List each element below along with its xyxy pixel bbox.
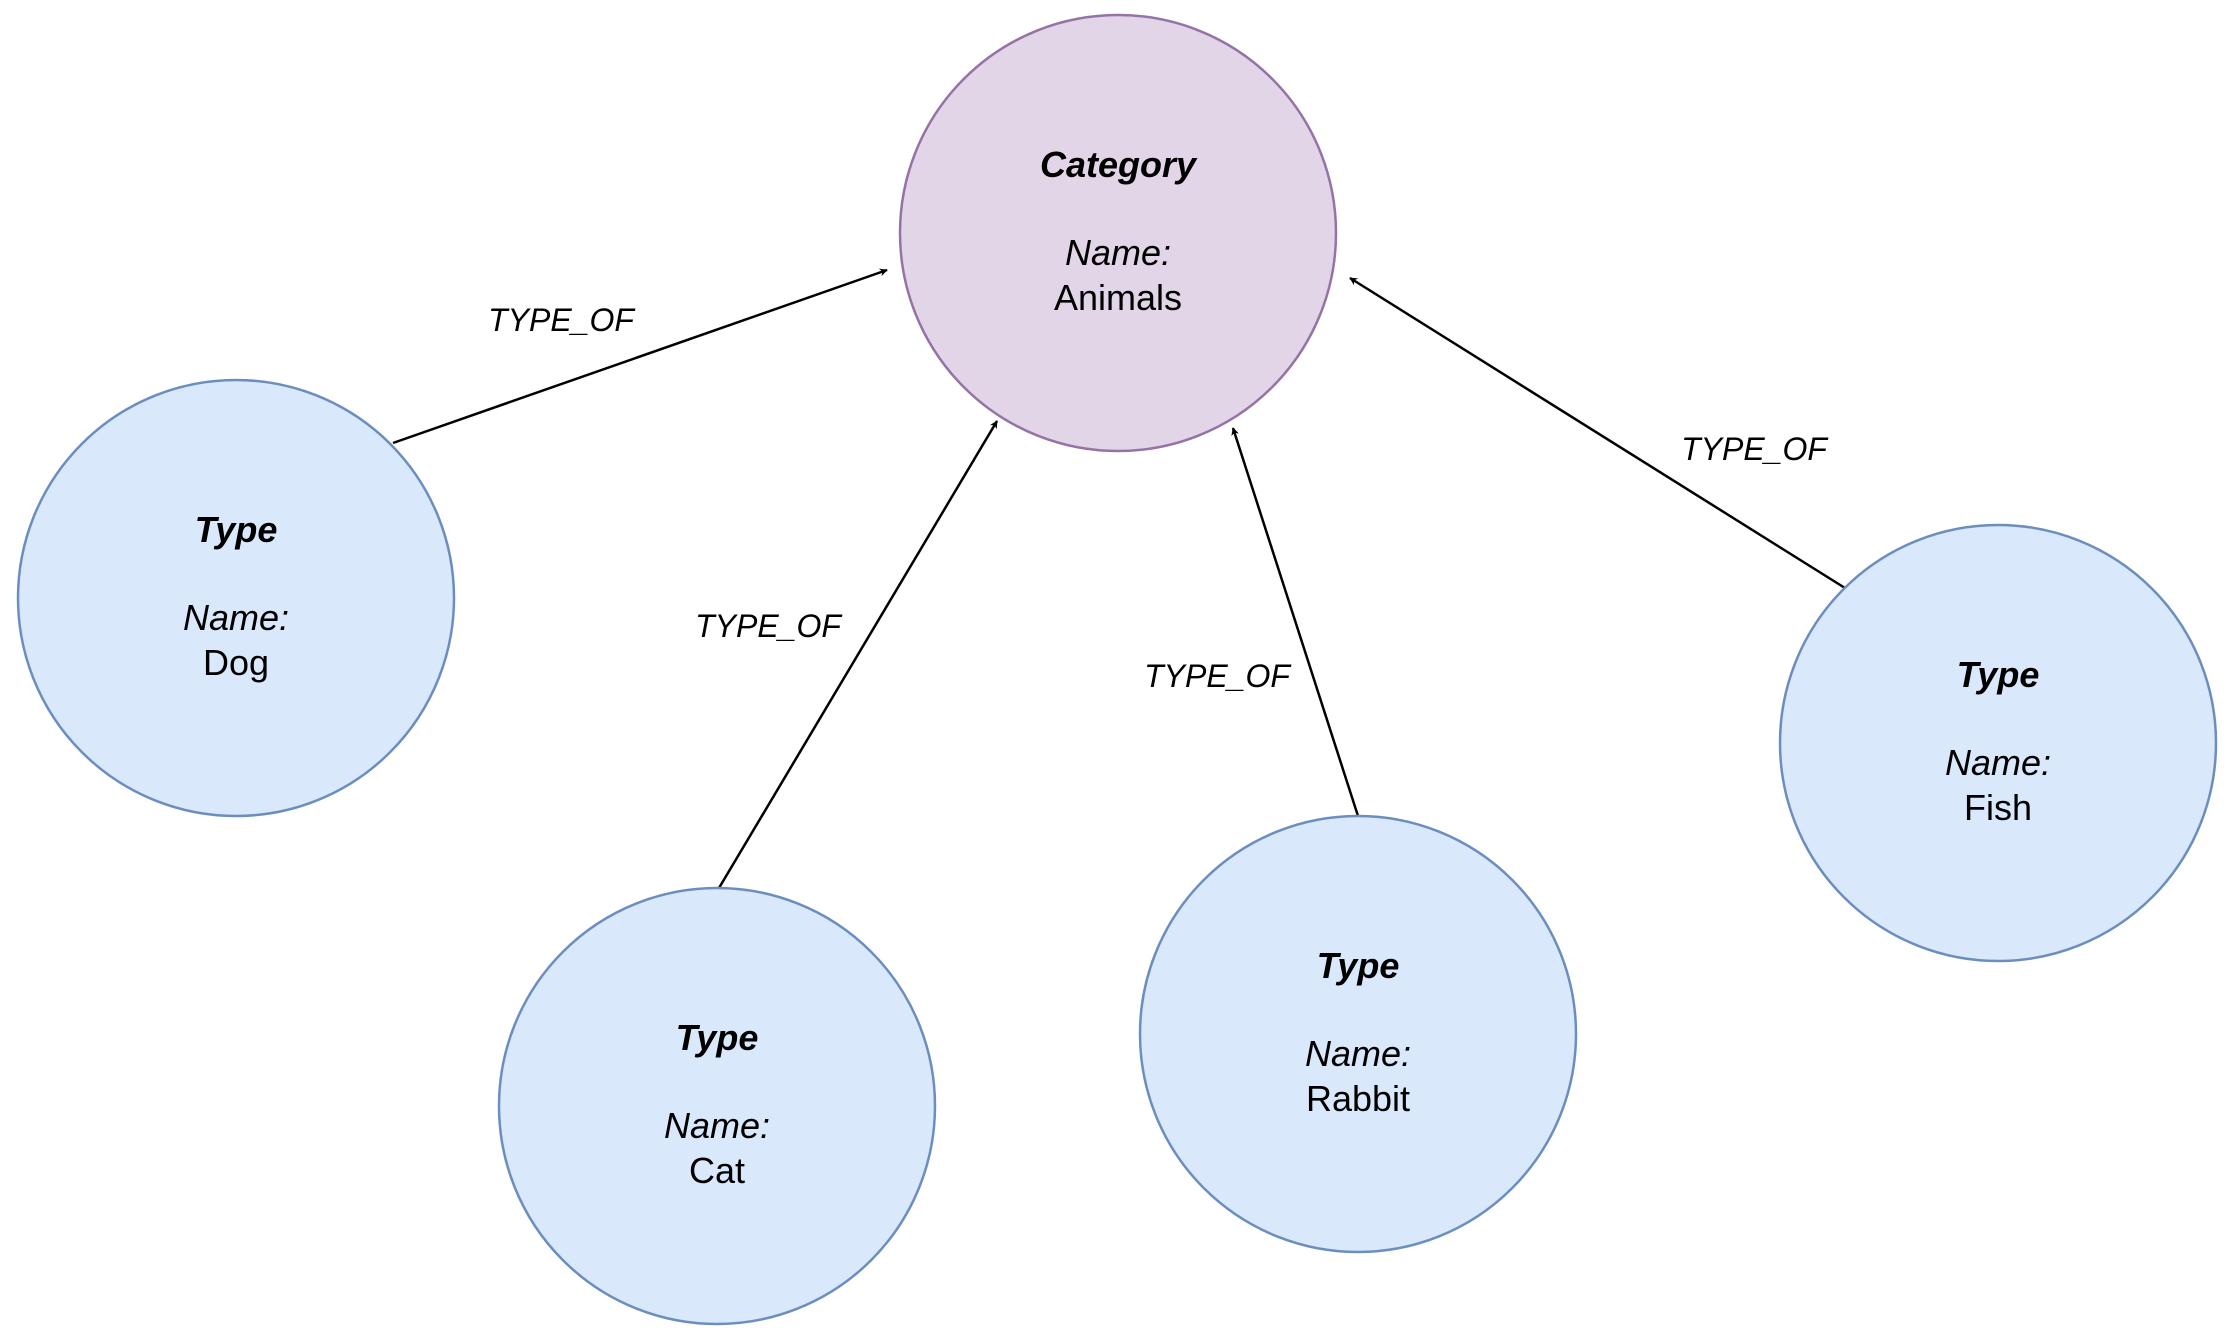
node-key: Name: <box>664 1105 770 1146</box>
edge-rabbit-to-category[interactable] <box>1231 427 1360 817</box>
type-node-cat[interactable]: Type Name: Cat <box>497 886 937 1326</box>
node-title: Type <box>1317 945 1400 986</box>
edge-label-fish: TYPE_OF <box>1681 431 1829 467</box>
node-key: Name: <box>183 597 289 638</box>
type-node-dog[interactable]: Type Name: Dog <box>16 378 456 818</box>
node-value: Fish <box>1964 787 2032 828</box>
edge-label-cat: TYPE_OF <box>695 608 843 644</box>
node-key: Name: <box>1065 232 1171 273</box>
node-value: Dog <box>203 642 269 683</box>
node-title: Type <box>1957 654 2040 695</box>
edge-dog-to-category[interactable] <box>392 268 888 445</box>
node-title: Category <box>1040 144 1198 185</box>
edge-fish-to-category[interactable] <box>1349 276 1846 590</box>
type-circle <box>1138 814 1578 1254</box>
type-node-fish[interactable]: Type Name: Fish <box>1778 523 2218 963</box>
node-title: Type <box>676 1017 759 1058</box>
edge-label-dog: TYPE_OF <box>488 302 636 338</box>
type-circle <box>16 378 456 818</box>
node-value: Rabbit <box>1306 1078 1410 1119</box>
type-node-rabbit[interactable]: Type Name: Rabbit <box>1138 814 1578 1254</box>
category-node[interactable]: Category Name: Animals <box>898 13 1338 453</box>
type-circle <box>497 886 937 1326</box>
node-key: Name: <box>1305 1033 1411 1074</box>
node-title: Type <box>195 509 278 550</box>
node-value: Animals <box>1054 277 1182 318</box>
category-circle <box>898 13 1338 453</box>
edges: TYPE_OF TYPE_OF TYPE_OF TYPE_OF <box>392 268 1846 889</box>
type-circle <box>1778 523 2218 963</box>
node-key: Name: <box>1945 742 2051 783</box>
edge-label-rabbit: TYPE_OF <box>1144 658 1292 694</box>
node-value: Cat <box>689 1150 745 1191</box>
edge-cat-to-category[interactable] <box>717 420 999 889</box>
